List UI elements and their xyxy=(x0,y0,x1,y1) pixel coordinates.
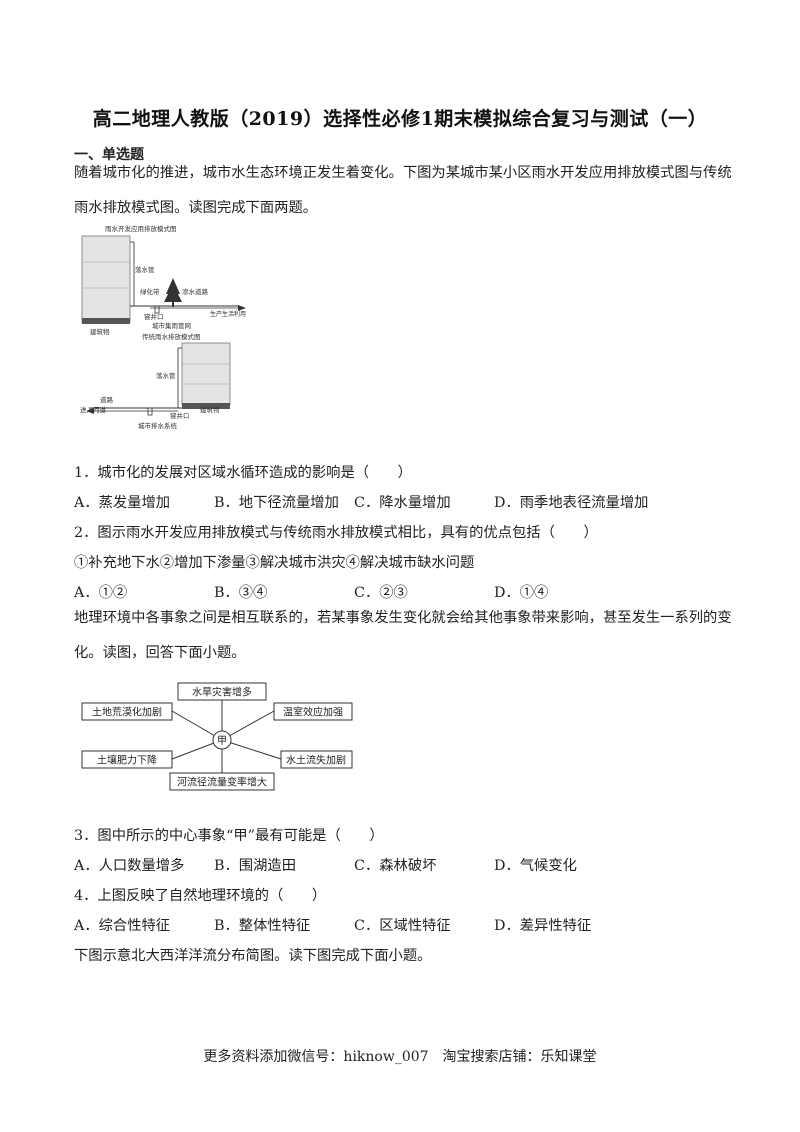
question-2-stem: 2．图示雨水开发应用排放模式与传统雨水排放模式相比，具有的优点包括（ ） xyxy=(74,525,598,541)
box-right-top xyxy=(273,702,353,721)
intro-paragraph-3: 下图示意北大西洋洋流分布简图。读下图完成下面小题。 xyxy=(74,948,432,964)
fig1-bottom-title: 传统雨水排放模式图 xyxy=(142,332,201,341)
q4-option-c[interactable]: C．区域性特征 xyxy=(354,918,451,934)
fig1-building-label-2: 建筑物 xyxy=(200,405,220,414)
q3-option-c[interactable]: C．森林破坏 xyxy=(354,858,437,874)
q3-option-d[interactable]: D．气候变化 xyxy=(494,858,577,874)
center-node xyxy=(212,730,232,750)
fig1-greenbelt-label: 绿化带 xyxy=(140,287,160,296)
q4-option-b[interactable]: B．整体性特征 xyxy=(214,918,311,934)
page-title: 高二地理人教版（2019）选择性必修1期末模拟综合复习与测试（一） xyxy=(92,108,708,130)
fig1-well-label: 窨井口 xyxy=(144,312,164,321)
q3-option-a[interactable]: A．人口数量增多 xyxy=(74,858,185,874)
building-1 xyxy=(81,235,131,323)
question-4-options: A．综合性特征 B．整体性特征 C．区域性特征 D．差异性特征 xyxy=(74,914,714,936)
box-right-top-label: 温室效应加强 xyxy=(283,706,343,719)
fig1-road-label: 道路 xyxy=(100,395,114,404)
box-left-top xyxy=(81,702,173,721)
intro-1-line-1: 随着城市化的推进，城市水生态环境正发生着变化。下图为某城市某小区雨水开发应用排放… xyxy=(74,165,732,181)
intro-2-line-2: 化。读图，回答下面小题。 xyxy=(74,645,246,661)
box-left-bottom-label: 土壤肥力下降 xyxy=(97,754,157,767)
fig1-top-title: 雨水开发应用排放模式图 xyxy=(105,224,177,233)
box-left-top-label: 土地荒漠化加剧 xyxy=(92,706,162,719)
building-1-base xyxy=(82,318,130,324)
q2-option-d[interactable]: D．①④ xyxy=(494,585,549,601)
box-right-bottom xyxy=(280,750,353,769)
fig1-permeable-road-label: 渗水道路 xyxy=(182,287,209,296)
q3-option-b[interactable]: B．围湖造田 xyxy=(214,858,296,874)
question-2-items: ①补充地下水②增加下渗量③解决城市洪灾④解决城市缺水问题 xyxy=(74,555,475,571)
arrow-icon xyxy=(238,305,246,311)
center-node-label: 甲 xyxy=(217,736,227,747)
q2-option-c[interactable]: C．②③ xyxy=(354,585,408,601)
q4-option-d[interactable]: D．差异性特征 xyxy=(494,918,592,934)
box-left-bottom xyxy=(81,750,173,769)
q1-option-a[interactable]: A．蒸发量增加 xyxy=(74,495,171,511)
section-heading: 一、单选题 xyxy=(74,147,144,163)
link-right-top xyxy=(221,710,275,741)
box-bottom-label: 河流径流量变率增大 xyxy=(177,776,267,789)
box-top-label: 水旱灾害增多 xyxy=(192,686,252,699)
question-3-options: A．人口数量增多 B．围湖造田 C．森林破坏 D．气候变化 xyxy=(74,854,714,876)
fig1-production-label: 生产生活利用 xyxy=(210,310,246,318)
building-2-base xyxy=(182,403,230,409)
fig1-downpipe-label: 落水管 xyxy=(135,265,155,274)
q1-option-d[interactable]: D．雨季地表径流量增加 xyxy=(494,495,649,511)
relation-diagram: 水旱灾害增多 土地荒漠化加剧 温室效应加强 土壤肥力下降 水土流失加剧 河流径流… xyxy=(81,682,353,791)
fig1-drainage-label: 城市排水系统 xyxy=(138,421,178,430)
building-2 xyxy=(181,342,231,406)
fig1-well-label-2: 窨井口 xyxy=(170,411,190,420)
box-top xyxy=(177,682,267,701)
link-right-bottom xyxy=(221,739,282,760)
question-1-options: A．蒸发量增加 B．地下径流量增加 C．降水量增加 D．雨季地表径流量增加 xyxy=(74,491,714,513)
fig1-river-label: 进入河道 xyxy=(80,405,107,414)
intro-paragraph-1: 随着城市化的推进，城市水生态环境正发生着变化。下图为某城市某小区雨水开发应用排放… xyxy=(74,159,734,223)
link-left-top xyxy=(171,710,223,741)
question-2-options: A．①② B．③④ C．②③ D．①④ xyxy=(74,581,714,603)
question-3-stem: 3．图中所示的中心事象“甲”最有可能是（ ） xyxy=(74,828,384,844)
intro-2-line-1: 地理环境中各事象之间是相互联系的，若某事象发生变化就会给其他事象带来影响，甚至发… xyxy=(74,610,732,626)
fig1-building-label: 建筑物 xyxy=(90,327,110,336)
box-right-bottom-label: 水土流失加剧 xyxy=(286,754,346,767)
footer-note: 更多资料添加微信号：hiknow_007 淘宝搜索店铺：乐知课堂 xyxy=(203,1049,597,1065)
q1-option-c[interactable]: C．降水量增加 xyxy=(354,495,451,511)
fig1-downpipe-label-2: 落水管 xyxy=(156,371,176,380)
rainwater-diagram: 雨水开发应用排放模式图 落水管 绿化带 渗水道路 生产生活利用 建筑物 窨井口 … xyxy=(80,224,246,430)
well-icon xyxy=(154,305,160,314)
q2-option-a[interactable]: A．①② xyxy=(74,585,128,601)
box-bottom xyxy=(169,772,275,791)
question-1-stem: 1．城市化的发展对区域水循环造成的影响是（ ） xyxy=(74,465,412,481)
q1-option-b[interactable]: B．地下径流量增加 xyxy=(214,495,339,511)
arrow-left-icon xyxy=(86,408,94,414)
q2-option-b[interactable]: B．③④ xyxy=(214,585,268,601)
q4-option-a[interactable]: A．综合性特征 xyxy=(74,918,171,934)
well-icon-2 xyxy=(147,407,153,416)
intro-paragraph-2: 地理环境中各事象之间是相互联系的，若某事象发生变化就会给其他事象带来影响，甚至发… xyxy=(74,604,734,668)
fig1-pipe-label: 城市集雨管网 xyxy=(152,321,191,330)
question-4-stem: 4．上图反映了自然地理环境的（ ） xyxy=(74,888,327,904)
intro-1-line-2: 雨水排放模式图。读图完成下面两题。 xyxy=(74,200,318,216)
